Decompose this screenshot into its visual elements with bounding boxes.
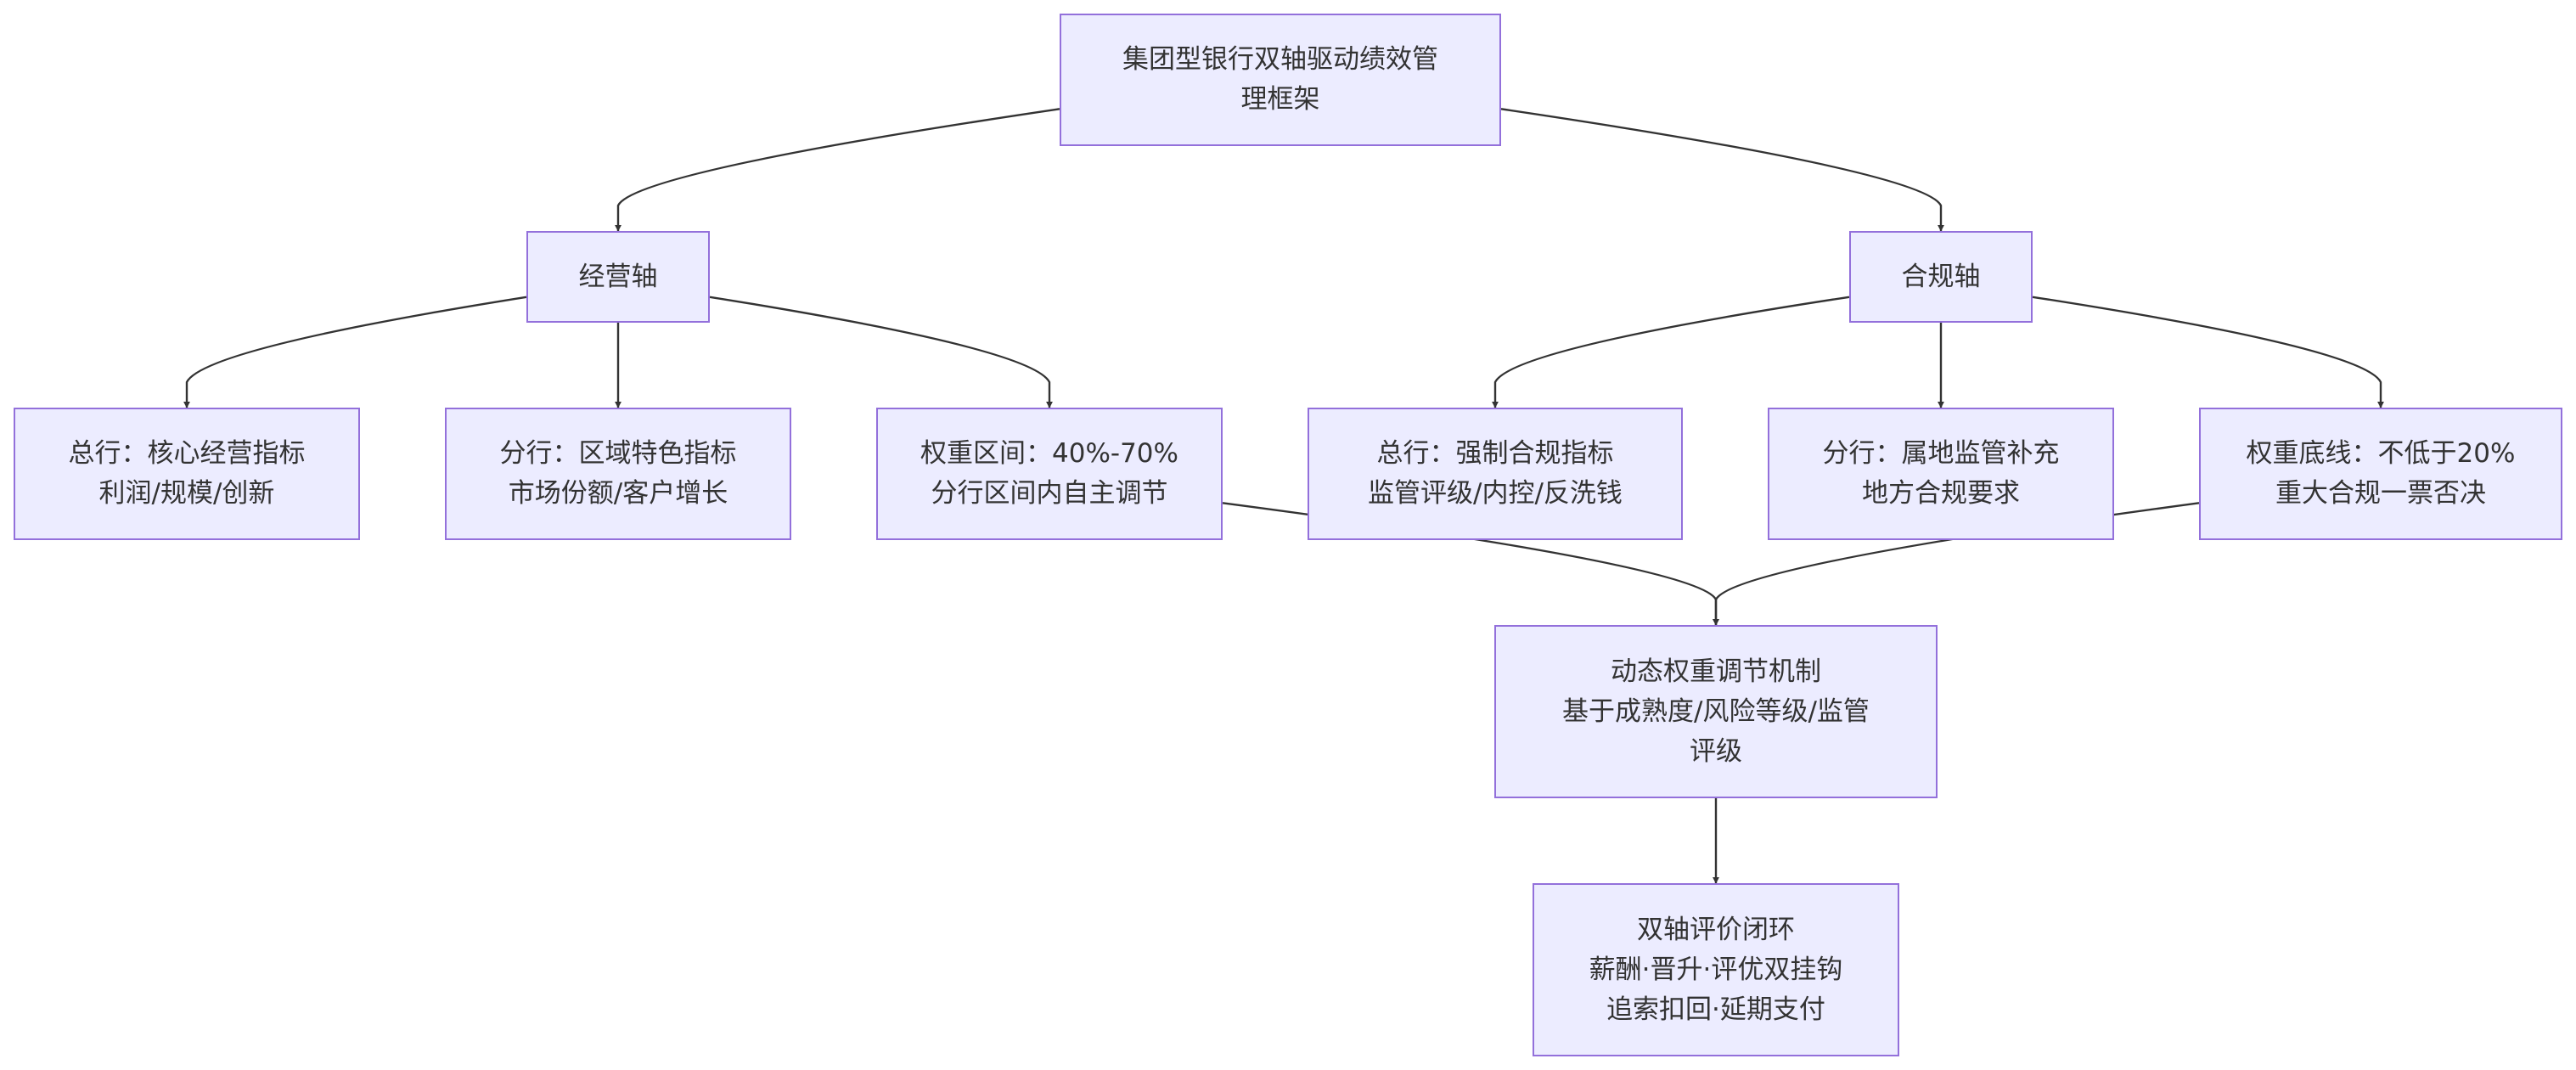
node-branch-business-line-2: 市场份额/客户增长 bbox=[508, 478, 728, 509]
node-hq-business-line-2: 利润/规模/创新 bbox=[98, 478, 275, 509]
node-root-line-2: 理框架 bbox=[1240, 84, 1320, 115]
node-weight-range: 权重区间：40%-70% 分行区间内自主调节 bbox=[876, 408, 1223, 540]
node-weight-floor: 权重底线：不低于20% 重大合规一票否决 bbox=[2199, 408, 2562, 540]
node-weight-floor-line-2: 重大合规一票否决 bbox=[2275, 478, 2486, 509]
node-branch-business-indicators: 分行：区域特色指标 市场份额/客户增长 bbox=[445, 408, 791, 540]
node-closed-loop-line-2: 薪酬·晋升·评优双挂钩 bbox=[1589, 954, 1843, 985]
node-business-axis: 经营轴 bbox=[526, 231, 710, 323]
node-weight-range-line-2: 分行区间内自主调节 bbox=[931, 478, 1168, 509]
node-hq-compliance-line-2: 监管评级/内控/反洗钱 bbox=[1368, 478, 1623, 509]
edge-root-to-business_axis bbox=[615, 108, 1060, 232]
node-branch-business-line-1: 分行：区域特色指标 bbox=[499, 438, 737, 469]
node-branch-compliance-line-1: 分行：属地监管补充 bbox=[1822, 438, 2060, 469]
edge-compliance_axis-to-hq_compliance bbox=[1492, 296, 1850, 408]
node-dynamic-weight-line-1: 动态权重调节机制 bbox=[1611, 656, 1821, 687]
node-dynamic-weight-line-2: 基于成熟度/风险等级/监管 bbox=[1562, 696, 1870, 727]
node-dynamic-weight-mechanism: 动态权重调节机制 基于成熟度/风险等级/监管 评级 bbox=[1494, 625, 1938, 798]
node-hq-compliance-line-1: 总行：强制合规指标 bbox=[1376, 438, 1614, 469]
node-business-axis-line-1: 经营轴 bbox=[578, 261, 658, 292]
edge-compliance_axis-to-weight_floor bbox=[2032, 296, 2384, 408]
edge-business_axis-to-hq_business bbox=[183, 296, 527, 408]
node-dual-axis-closed-loop: 双轴评价闭环 薪酬·晋升·评优双挂钩 追索扣回·延期支付 bbox=[1533, 883, 1899, 1056]
node-weight-range-line-1: 权重区间：40%-70% bbox=[920, 438, 1178, 469]
node-compliance-axis-line-1: 合规轴 bbox=[1901, 261, 1981, 292]
node-root-line-1: 集团型银行双轴驱动绩效管 bbox=[1122, 44, 1438, 75]
node-branch-compliance-line-2: 地方合规要求 bbox=[1862, 478, 2020, 509]
edge-business_axis-to-weight_range bbox=[709, 296, 1053, 408]
edge-root-to-compliance_axis bbox=[1500, 108, 1944, 232]
node-compliance-axis: 合规轴 bbox=[1849, 231, 2033, 323]
node-dynamic-weight-line-3: 评级 bbox=[1690, 735, 1742, 767]
node-root-framework: 集团型银行双轴驱动绩效管 理框架 bbox=[1060, 14, 1501, 146]
node-closed-loop-line-1: 双轴评价闭环 bbox=[1637, 914, 1795, 945]
node-hq-business-line-1: 总行：核心经营指标 bbox=[68, 438, 306, 469]
node-hq-compliance-indicators: 总行：强制合规指标 监管评级/内控/反洗钱 bbox=[1308, 408, 1683, 540]
node-hq-business-indicators: 总行：核心经营指标 利润/规模/创新 bbox=[14, 408, 360, 540]
node-branch-compliance-supplement: 分行：属地监管补充 地方合规要求 bbox=[1768, 408, 2114, 540]
node-closed-loop-line-3: 追索扣回·延期支付 bbox=[1606, 994, 1825, 1025]
node-weight-floor-line-1: 权重底线：不低于20% bbox=[2246, 438, 2516, 469]
